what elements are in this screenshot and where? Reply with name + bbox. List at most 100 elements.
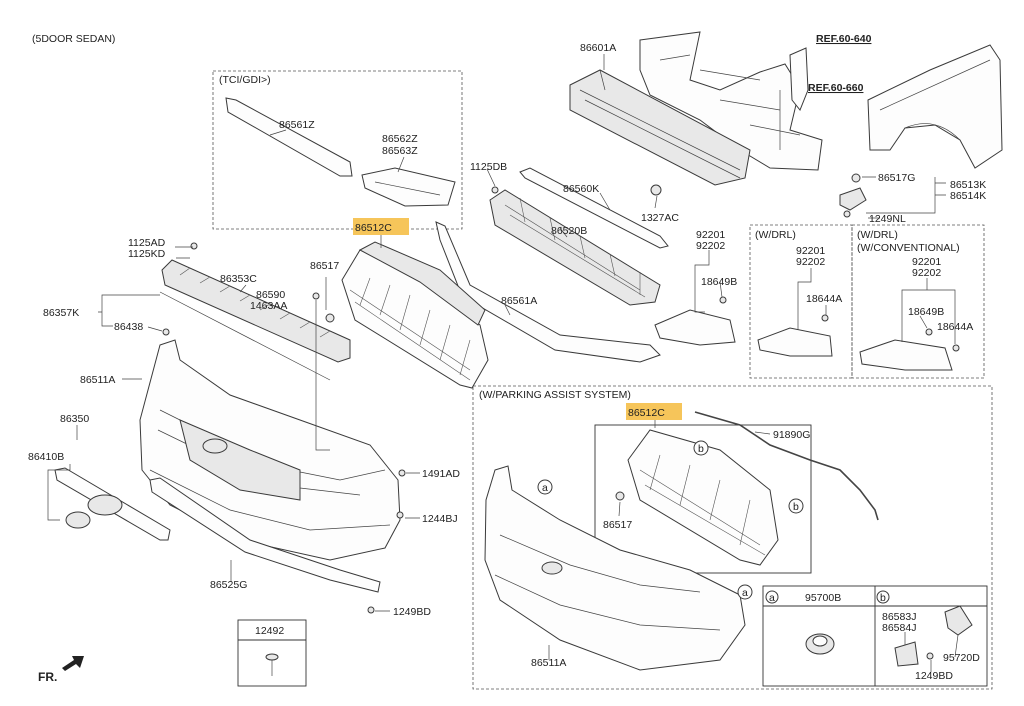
grille-detail-box <box>594 424 812 574</box>
clip-86517-a <box>325 313 335 323</box>
clip-86517-b <box>615 491 625 501</box>
cover-86562Z <box>361 167 456 207</box>
label-92202-a: 92202 <box>696 240 725 252</box>
callout-a-2: a <box>737 584 753 600</box>
callout-a-legend: a <box>765 590 779 604</box>
sensor-holder-86583J <box>894 605 973 667</box>
label-12492: 12492 <box>255 625 284 637</box>
label-86561A: 86561A <box>501 295 537 307</box>
label-1327AC: 1327AC <box>641 212 679 224</box>
label-1249NL: 1249NL <box>869 213 906 225</box>
callout-b-1: b <box>693 440 709 456</box>
fender <box>867 44 1003 169</box>
label-86560K: 86560K <box>563 183 599 195</box>
clip-86590 <box>312 292 320 300</box>
bulb-18644A-b <box>952 344 960 352</box>
bulb-18649B-b <box>925 328 933 336</box>
label-86601A: 86601A <box>580 42 616 54</box>
label-1463AA: 1463AA <box>250 300 287 312</box>
front-bumper-86511A <box>139 339 401 561</box>
highlight-86512C-top <box>353 218 409 235</box>
label-92202-b: 92202 <box>796 256 825 268</box>
harness-91890G <box>694 411 879 521</box>
label-1244BJ: 1244BJ <box>422 513 458 525</box>
emblem-small <box>65 511 91 529</box>
callout-b-legend: b <box>876 590 890 604</box>
cover-detail <box>374 181 441 196</box>
radiator-grille-86512C-top <box>341 241 489 389</box>
label-86525G: 86525G <box>210 579 247 591</box>
label-86517G: 86517G <box>878 172 915 184</box>
label-86512C-top: 86512C <box>355 222 392 234</box>
radiator-grille-86512C-bottom <box>627 429 779 566</box>
drl-group-box <box>749 224 853 379</box>
highlight-86512C-bottom <box>626 403 682 420</box>
callout-a-text-2: a <box>742 587 748 599</box>
fog-lamp-1 <box>654 309 736 346</box>
bracket-86513K <box>839 187 867 211</box>
callout-b-text-legend: b <box>880 592 886 604</box>
label-1491AD: 1491AD <box>422 468 460 480</box>
bolt-1125AD <box>190 242 198 250</box>
callout-a-text-1: a <box>542 482 548 494</box>
label-18649B-a: 18649B <box>701 276 737 288</box>
label-86584J: 86584J <box>882 622 916 634</box>
label-86561Z: 86561Z <box>279 119 315 131</box>
ref-60-640: REF.60-640 <box>816 33 872 45</box>
garnish-86561Z <box>225 97 353 177</box>
sensor-95700B <box>805 633 835 655</box>
label-92201-c: 92201 <box>912 256 941 268</box>
upper-grille-86353C <box>161 259 351 363</box>
absorber-86520B <box>489 189 661 306</box>
nut-1327AC <box>650 184 662 196</box>
label-95720D: 95720D <box>943 652 980 664</box>
label-18644A-b: 18644A <box>937 321 973 333</box>
bolt-1125DB <box>491 186 499 194</box>
label-86563Z: 86563Z <box>382 145 418 157</box>
ref-60-660: REF.60-660 <box>808 82 864 94</box>
clip-86517G <box>851 173 861 183</box>
trim-86525G <box>149 477 381 593</box>
label-86511A-a: 86511A <box>80 374 115 386</box>
stay-86560K <box>519 167 669 249</box>
label-92201-a: 92201 <box>696 229 725 241</box>
front-bumper-parking <box>484 465 746 671</box>
label-91890G: 91890G <box>773 429 810 441</box>
group-drl-label: (W/DRL) <box>755 229 796 241</box>
label-18644A-a: 18644A <box>806 293 842 305</box>
label-95700B: 95700B <box>805 592 841 604</box>
label-92202-c: 92202 <box>912 267 941 279</box>
label-86410B: 86410B <box>28 451 64 463</box>
label-86511A-b: 86511A <box>531 657 566 669</box>
label-18649B-b: 18649B <box>908 306 944 318</box>
label-86438: 86438 <box>114 321 143 333</box>
tci-group-box <box>212 70 463 230</box>
leader-lines <box>47 54 959 672</box>
clip-1491AD <box>398 469 406 477</box>
label-86517-b: 86517 <box>603 519 632 531</box>
label-86562Z: 86562Z <box>382 133 418 145</box>
carrier-86601A <box>639 31 823 171</box>
callout-a-1: a <box>537 479 553 495</box>
screw-box <box>237 619 307 687</box>
group-drl-conv-label-2: (W/CONVENTIONAL) <box>857 242 960 254</box>
group-parking-label: (W/PARKING ASSIST SYSTEM) <box>479 389 631 401</box>
label-86513K: 86513K <box>950 179 986 191</box>
group-drl-conv-label-1: (W/DRL) <box>857 229 898 241</box>
bulb-18649B-a <box>719 296 727 304</box>
bolt-1249NL <box>843 210 851 218</box>
callout-b-2: b <box>788 498 804 514</box>
label-1249BD-a: 1249BD <box>393 606 431 618</box>
callout-b-text-1: b <box>698 443 704 455</box>
label-86350: 86350 <box>60 413 89 425</box>
parking-assist-group-box <box>472 385 993 690</box>
trim-86357K <box>159 291 331 381</box>
drl-conventional-group-box <box>851 224 985 379</box>
front-label: FR. <box>38 670 57 684</box>
emblem-86350 <box>87 494 123 516</box>
label-86590: 86590 <box>256 289 285 301</box>
group-tci-label: (TCI/GDI>) <box>219 74 271 86</box>
label-1125AD: 1125AD <box>128 237 166 249</box>
fog-lamp-2 <box>757 327 833 357</box>
